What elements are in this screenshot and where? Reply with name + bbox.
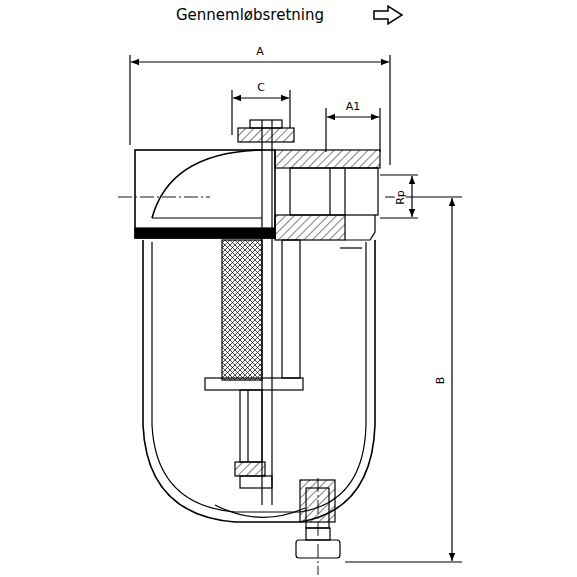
dimension-label: B bbox=[435, 374, 446, 386]
dimension-label: C bbox=[255, 82, 267, 93]
drawing-lines bbox=[118, 6, 462, 575]
dimension-label: A1 bbox=[344, 101, 363, 112]
dimension-label: A bbox=[254, 46, 266, 57]
dimension-label: Rp bbox=[394, 188, 405, 207]
flow-direction-title: Gennemløbsretning bbox=[174, 8, 326, 23]
